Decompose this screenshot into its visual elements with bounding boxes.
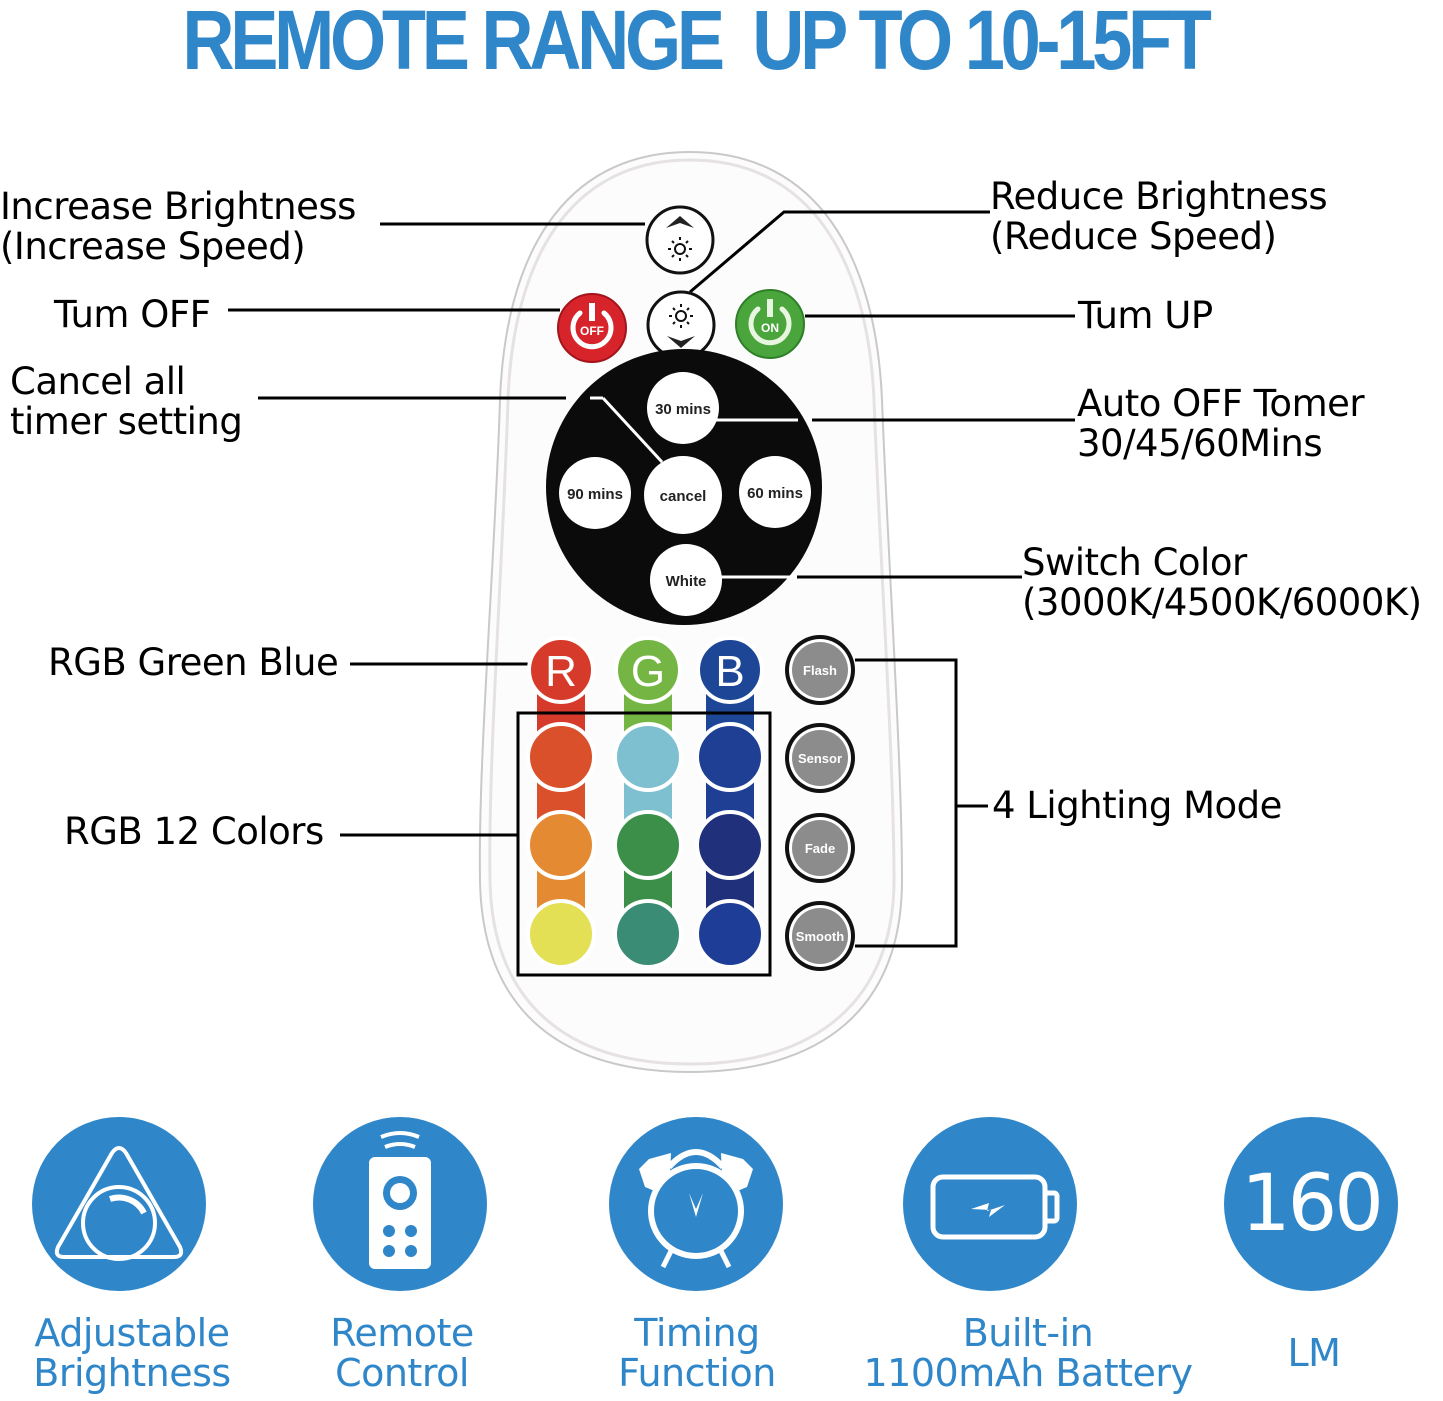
callout-reduce-brightness: Reduce Brightness (Reduce Speed)	[990, 175, 1328, 258]
power-icon	[570, 310, 614, 350]
color-swatch-button[interactable]	[695, 899, 765, 969]
brightness-down-button[interactable]	[646, 290, 716, 360]
timer-cancel-button[interactable]: cancel	[644, 456, 722, 534]
callout-increase-brightness: Increase Brightness (Increase Speed)	[0, 187, 356, 267]
svg-text:90 mins: 90 mins	[567, 486, 623, 503]
rgb-column-b: B	[695, 636, 765, 969]
svg-text:cancel: cancel	[660, 488, 707, 505]
callout-line: (3000K/4500K/6000K)	[1022, 581, 1422, 624]
color-swatch-button[interactable]	[613, 722, 683, 792]
color-swatch-button[interactable]	[613, 810, 683, 880]
headline: REMOTE RANGE UP TO 10-15FT	[182, 0, 1212, 87]
feature-label-line: Control	[335, 1351, 469, 1395]
color-swatch-button[interactable]	[526, 810, 596, 880]
timer-pad: 30 mins 90 mins cancel 60 mins White	[546, 349, 822, 625]
callout-switch-color: Switch Color (3000K/4500K/6000K)	[1022, 543, 1422, 623]
callout-line: Auto OFF Tomer	[1077, 382, 1365, 425]
timer-60-button[interactable]: 60 mins	[739, 456, 811, 528]
color-grid-frame	[516, 711, 772, 977]
feature-label-lumens: LM	[1254, 1333, 1374, 1373]
feature-label-timing-function: Timing Function	[590, 1313, 804, 1393]
lightning-icon	[971, 1203, 1005, 1217]
callout-line: (Reduce Speed)	[990, 215, 1277, 258]
callout-line: (Increase Speed)	[0, 225, 306, 268]
callout-rgb-12-colors: RGB 12 Colors	[64, 810, 324, 853]
svg-text:R: R	[545, 647, 577, 696]
callout-turn-off: Tum OFF	[54, 293, 211, 336]
feature-label-line: Function	[618, 1351, 776, 1395]
mode-button-fade[interactable]: Fade	[785, 813, 855, 883]
callout-line: Reduce Brightness	[990, 175, 1328, 218]
callout-turn-up: Tum UP	[1078, 294, 1213, 337]
callout-lighting-mode: 4 Lighting Mode	[992, 784, 1282, 827]
rgb-header-button-b[interactable]: B	[696, 636, 764, 704]
feature-label-line: LM	[1287, 1331, 1341, 1375]
rgb-header-button-g[interactable]: G	[614, 636, 682, 704]
feature-timing-function	[609, 1117, 783, 1291]
callout-cancel-timer: Cancel all timer setting	[10, 360, 243, 443]
timer-90-button[interactable]: 90 mins	[559, 457, 631, 529]
feature-label-battery: Built-in 1100mAh Battery	[850, 1313, 1206, 1393]
svg-text:OFF: OFF	[580, 324, 604, 338]
callout-line: 30/45/60Mins	[1077, 422, 1323, 465]
callout-auto-off-timer: Auto OFF Tomer 30/45/60Mins	[1077, 382, 1365, 465]
power-on-button[interactable]: ON	[735, 289, 805, 359]
mode-button-sensor[interactable]: Sensor	[785, 723, 855, 793]
rgb-header-button-r[interactable]: R	[527, 636, 595, 704]
alarm-clock-icon	[639, 1149, 753, 1269]
callout-rgb-green-blue: RGB Green Blue	[48, 641, 339, 684]
battery-icon	[930, 1174, 1060, 1240]
feature-label-line: 1100mAh Battery	[863, 1351, 1193, 1395]
feature-remote-control	[313, 1117, 487, 1291]
feature-label-adjustable-brightness: Adjustable Brightness	[10, 1313, 254, 1393]
feature-label-line: Adjustable	[34, 1311, 230, 1355]
feature-label-line: Built-in	[962, 1311, 1094, 1355]
svg-text:White: White	[666, 573, 707, 590]
feature-label-line: Brightness	[33, 1351, 231, 1395]
svg-text:60 mins: 60 mins	[747, 485, 803, 502]
feature-adjustable-brightness	[32, 1117, 206, 1291]
feature-label-remote-control: Remote Control	[290, 1313, 514, 1393]
remote-diagram: OFF ON 30 mins 90 mins cancel 60 mins	[228, 150, 1075, 1074]
feature-label-line: Remote	[330, 1311, 474, 1355]
power-off-button[interactable]: OFF	[557, 293, 627, 363]
timer-30-button[interactable]: 30 mins	[647, 372, 719, 444]
mode-button-smooth[interactable]: Smooth	[785, 901, 855, 971]
svg-text:B: B	[715, 647, 744, 696]
feature-label-line: Timing	[634, 1311, 760, 1355]
power-icon	[748, 306, 792, 346]
callout-line: Cancel all	[10, 360, 186, 403]
color-swatch-button[interactable]	[526, 899, 596, 969]
svg-text:30 mins: 30 mins	[655, 401, 711, 418]
remote-control-icon	[369, 1131, 431, 1269]
white-color-button[interactable]: White	[650, 544, 722, 616]
callout-line: Increase Brightness	[0, 185, 356, 228]
svg-text:Sensor: Sensor	[798, 751, 842, 766]
svg-text:Flash: Flash	[803, 663, 837, 678]
svg-text:Fade: Fade	[805, 841, 835, 856]
feature-battery	[903, 1117, 1077, 1291]
leader-lines	[228, 210, 1075, 948]
svg-text:ON: ON	[761, 321, 779, 335]
brightness-up-button[interactable]	[645, 205, 715, 275]
mode-button-flash[interactable]: Flash	[785, 635, 855, 705]
color-swatch-button[interactable]	[695, 722, 765, 792]
sun-icon	[668, 237, 692, 261]
adjustable-brightness-icon	[54, 1146, 184, 1261]
callout-line: Switch Color	[1022, 541, 1247, 584]
color-swatch-button[interactable]	[613, 899, 683, 969]
lumens-value: 160	[1241, 1159, 1384, 1249]
feature-lumens: 160	[1224, 1117, 1398, 1291]
sun-icon	[669, 304, 693, 328]
color-swatch-button[interactable]	[695, 810, 765, 880]
rgb-column-g: G	[613, 636, 683, 969]
svg-text:G: G	[631, 647, 665, 696]
rgb-column-r: R	[526, 636, 596, 969]
color-swatch-button[interactable]	[526, 722, 596, 792]
svg-text:Smooth: Smooth	[796, 929, 844, 944]
callout-line: timer setting	[10, 400, 243, 443]
